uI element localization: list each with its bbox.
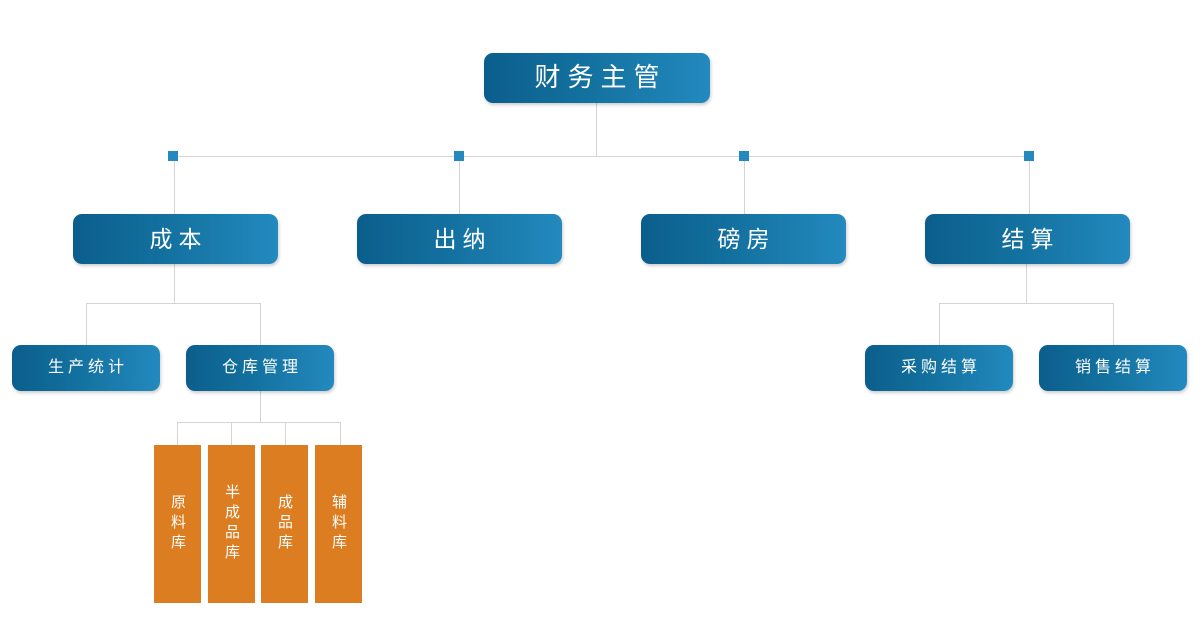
node-production-statistics[interactable]: 生产统计 xyxy=(12,345,160,391)
connector-root-stem xyxy=(596,103,597,156)
node-finished-goods-warehouse[interactable]: 成品库 xyxy=(261,445,308,603)
connector-drop-dept-1 xyxy=(174,156,175,214)
connector-drop-dept-3 xyxy=(744,156,745,214)
junction-marker-dept-3 xyxy=(739,151,749,161)
node-sales-settlement[interactable]: 销售结算 xyxy=(1039,345,1187,391)
node-warehouse-management[interactable]: 仓库管理 xyxy=(186,345,334,391)
junction-marker-dept-4 xyxy=(1024,151,1034,161)
connector-warehouse-stem xyxy=(260,391,261,422)
node-semi-finished-warehouse-label: 半成品库 xyxy=(223,484,240,564)
node-raw-material-warehouse-label: 原料库 xyxy=(169,494,186,554)
node-auxiliary-material-warehouse[interactable]: 辅料库 xyxy=(315,445,362,603)
connector-drop-purchase-settlement xyxy=(939,303,940,345)
connector-drop-dept-4 xyxy=(1029,156,1030,214)
node-purchase-settlement[interactable]: 采购结算 xyxy=(865,345,1013,391)
connector-settlement-bus xyxy=(939,303,1113,304)
junction-marker-dept-1 xyxy=(168,151,178,161)
connector-drop-dept-2 xyxy=(459,156,460,214)
node-semi-finished-warehouse[interactable]: 半成品库 xyxy=(208,445,255,603)
connector-cost-stem xyxy=(174,264,175,303)
connector-main-bus xyxy=(168,156,1030,157)
node-weighbridge[interactable]: 磅房 xyxy=(641,214,846,264)
node-cost[interactable]: 成本 xyxy=(73,214,278,264)
junction-marker-dept-2 xyxy=(454,151,464,161)
connector-drop-warehouse-mgmt xyxy=(260,303,261,345)
node-finished-goods-warehouse-label: 成品库 xyxy=(276,494,293,554)
connector-drop-warehouse-1 xyxy=(177,422,178,445)
connector-cost-bus xyxy=(86,303,260,304)
connector-settlement-stem xyxy=(1026,264,1027,303)
connector-drop-warehouse-4 xyxy=(340,422,341,445)
node-auxiliary-material-warehouse-label: 辅料库 xyxy=(330,494,347,554)
node-finance-manager[interactable]: 财务主管 xyxy=(484,53,710,103)
connector-drop-warehouse-2 xyxy=(231,422,232,445)
connector-drop-sales-settlement xyxy=(1113,303,1114,345)
node-cashier[interactable]: 出纳 xyxy=(357,214,562,264)
node-settlement[interactable]: 结算 xyxy=(925,214,1130,264)
connector-drop-production-stats xyxy=(86,303,87,345)
connector-warehouse-bus xyxy=(177,422,341,423)
node-raw-material-warehouse[interactable]: 原料库 xyxy=(154,445,201,603)
connector-drop-warehouse-3 xyxy=(285,422,286,445)
